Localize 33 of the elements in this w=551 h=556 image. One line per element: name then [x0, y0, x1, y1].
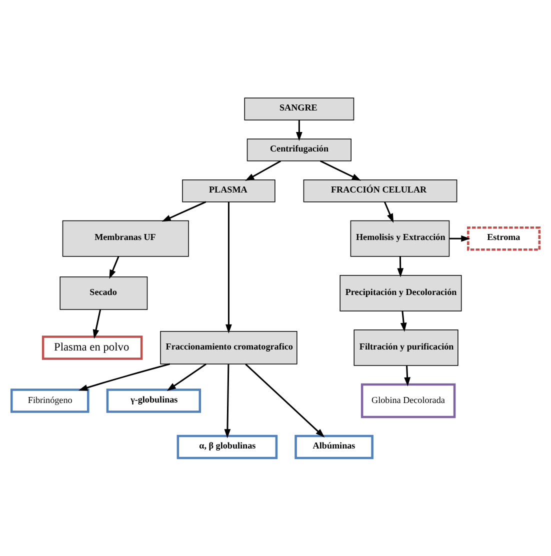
arrow	[296, 120, 302, 142]
arrow	[92, 309, 102, 339]
node-box: FRACCIÓN CELULAR	[303, 180, 458, 202]
node-box: Estroma	[467, 226, 541, 251]
node-box: α, β globulinas	[176, 434, 278, 460]
node-box: Globina Decolorada	[360, 383, 456, 418]
node-box: Fraccionamiento cromatografico	[160, 331, 298, 364]
node-box: γ-globulinas	[106, 388, 202, 413]
arrow	[162, 201, 206, 222]
arrow	[320, 160, 362, 181]
node-box: Secado	[60, 276, 148, 310]
node-box: Membranas UF	[62, 220, 189, 257]
arrow	[404, 366, 410, 386]
arrow	[397, 256, 404, 278]
arrow	[245, 160, 282, 181]
arrow	[166, 363, 206, 391]
node-box: PLASMA	[182, 180, 276, 202]
node-box: Filtración y purificación	[354, 330, 458, 366]
arrow	[226, 202, 232, 334]
node-box: Hemolisis y Extracción	[350, 220, 450, 257]
arrow	[384, 202, 394, 223]
node-box: Precipitación y Decoloración	[340, 274, 462, 312]
node-box: Centrifugación	[246, 138, 352, 162]
node-box: Plasma en polvo	[42, 336, 143, 360]
node-box: Fibrinógeno	[10, 388, 90, 413]
node-box: SANGRE	[244, 98, 354, 120]
arrow	[400, 310, 407, 332]
arrow	[449, 235, 470, 242]
node-box: Albúminas	[294, 434, 374, 460]
arrow	[224, 364, 231, 438]
arrow	[245, 364, 325, 438]
arrow	[78, 363, 170, 391]
arrow	[109, 256, 120, 279]
